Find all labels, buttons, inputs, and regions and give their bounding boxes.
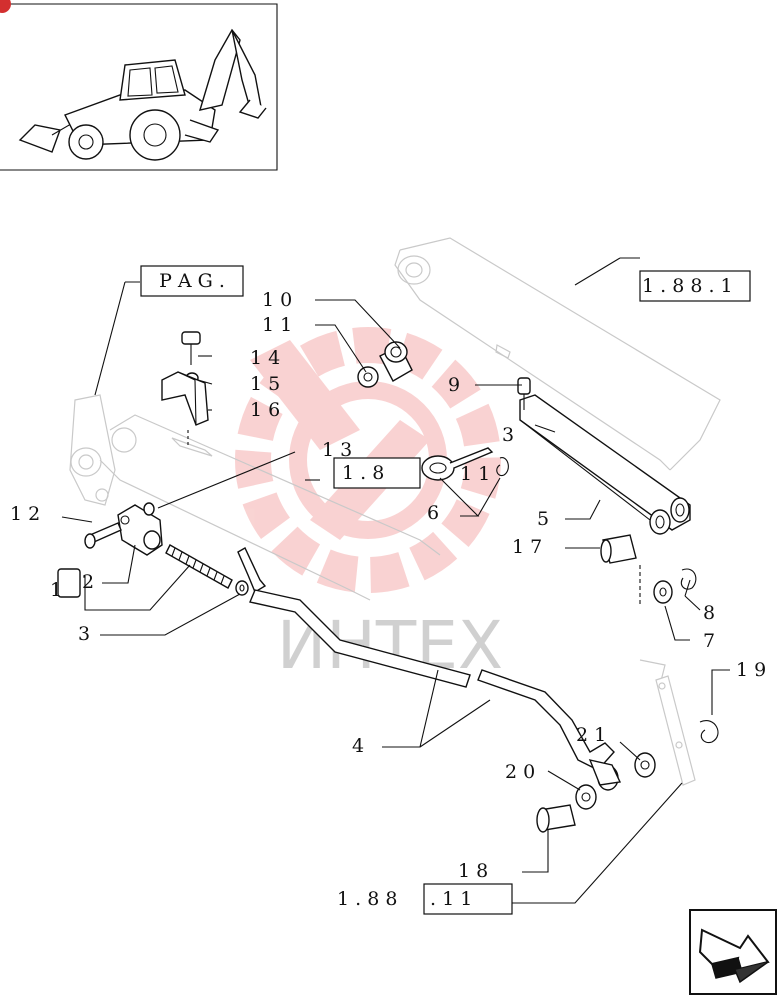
reference-box-1-88-11[interactable]: 1 . 8 8 . 1 1 (337, 883, 513, 915)
callout-6: 6 (427, 502, 439, 524)
reference-1-88-prefix: 1 . 8 8 (337, 888, 397, 910)
reference-box-1-88-1[interactable]: 1 . 8 8 . 1 (639, 270, 751, 302)
control-rod-part-4 (237, 547, 622, 791)
callout-16: 1 6 (250, 399, 280, 421)
callout-labels: 1 0 1 1 1 4 1 5 1 6 9 3 1 3 1 1 6 5 1 7 … (10, 289, 766, 882)
reference-pag-label: P A G . (159, 270, 225, 292)
callout-11-pin: 1 1 (460, 463, 490, 485)
callout-9: 9 (448, 374, 460, 396)
grease-nipple-part-9 (517, 377, 531, 410)
callout-13: 1 3 (322, 439, 352, 461)
washer-part-11 (357, 366, 379, 388)
callout-7: 7 (703, 630, 715, 652)
cap-part-2 (57, 568, 81, 598)
callout-19: 1 9 (736, 659, 766, 681)
callout-3-upper: 3 (502, 424, 514, 446)
washer-part-3 (235, 580, 249, 596)
callout-8: 8 (703, 602, 715, 624)
link-bar-part-5 (519, 394, 691, 535)
next-page-arrow-icon[interactable] (689, 909, 777, 995)
pivot-block-part-1 (117, 504, 163, 556)
reference-1-88-1-label: 1 . 8 8 . 1 (642, 275, 733, 297)
callout-4: 4 (352, 735, 364, 757)
lever-ghost (655, 675, 696, 786)
washer-part-7 (653, 580, 673, 604)
reference-box-pag[interactable]: P A G . (140, 265, 244, 297)
callout-5: 5 (537, 508, 549, 530)
clip-part-8 (680, 568, 697, 590)
callout-17: 1 7 (512, 536, 542, 558)
bushing-part-10 (379, 341, 413, 382)
callout-11: 1 1 (262, 314, 292, 336)
clip-part-13 (143, 502, 155, 516)
threaded-rod-part-3 (165, 544, 233, 589)
reference-1-8-label: 1 . 8 (342, 462, 384, 484)
boom-arm-lower-ghost (69, 394, 666, 686)
callout-1: 1 (50, 579, 62, 601)
pin-part-18 (536, 804, 576, 833)
callout-12: 1 2 (10, 503, 40, 525)
callout-3: 3 (78, 623, 90, 645)
boom-arm-upper-ghost (394, 237, 721, 471)
pin-part-17 (600, 534, 641, 605)
washer-part-20 (575, 784, 597, 810)
callout-15: 1 5 (250, 373, 280, 395)
callout-21: 2 1 (576, 724, 606, 746)
callout-20: 2 0 (505, 761, 535, 783)
bracket-part-16 (161, 371, 209, 445)
bolt-part-12 (84, 522, 122, 549)
linchpin-part-6 (421, 447, 509, 481)
backhoe-loader-icon (0, 0, 278, 171)
clip-part-19 (699, 720, 719, 744)
callout-10: 1 0 (262, 289, 292, 311)
reference-box-1-8[interactable]: 1 . 8 (333, 457, 421, 489)
bolt-part-14 (181, 331, 201, 365)
reference-11-label: . 1 1 (430, 888, 472, 910)
callout-18: 1 8 (458, 860, 488, 882)
leader-lines (61, 257, 730, 904)
washer-part-21 (634, 752, 656, 778)
callout-14: 1 4 (250, 347, 280, 369)
callout-2: 2 (82, 571, 94, 593)
